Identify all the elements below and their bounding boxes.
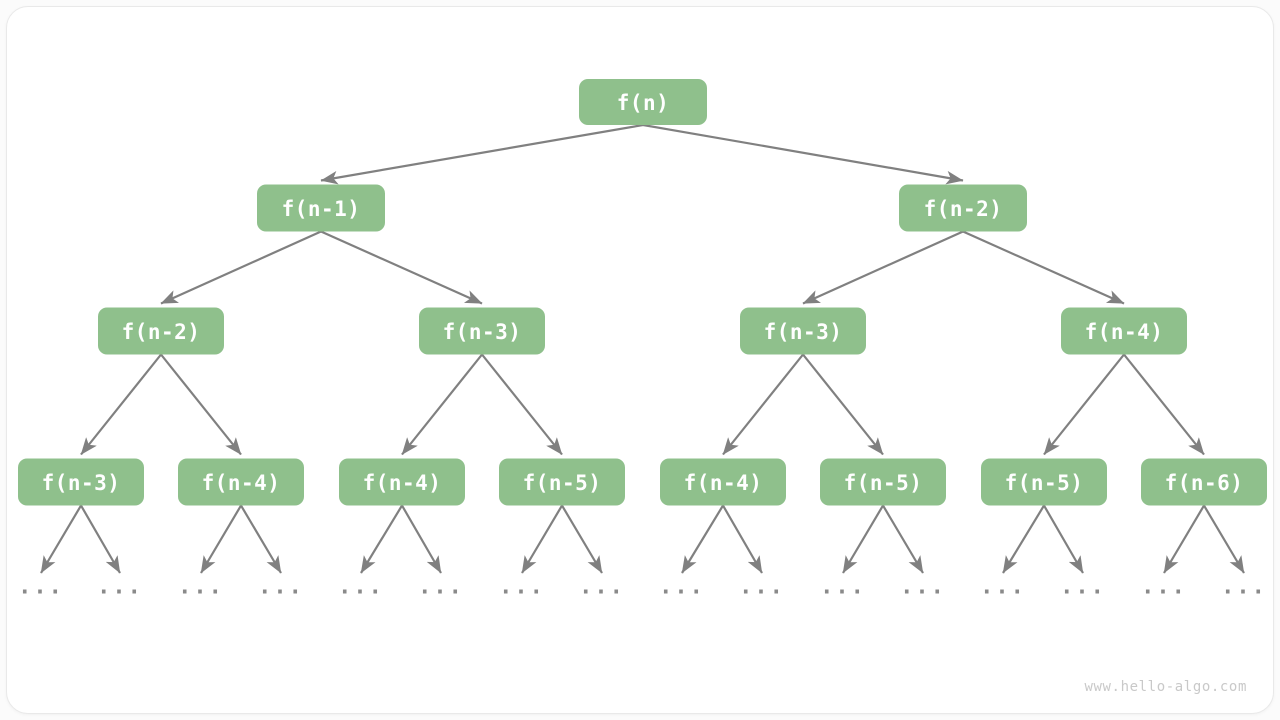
tree-leaf-ellipsis: ... — [338, 575, 384, 600]
tree-edge — [1043, 353, 1125, 456]
tree-node-label: f(n-2) — [924, 197, 1003, 221]
tree-leaf-ellipsis: ... — [1060, 575, 1106, 600]
tree-edge — [80, 504, 121, 574]
tree-edge — [1203, 504, 1245, 574]
tree-node[interactable]: f(n-4) — [660, 458, 786, 506]
tree-node[interactable]: f(n-2) — [98, 307, 224, 355]
tree-edge — [401, 504, 442, 574]
tree-edge — [80, 353, 162, 456]
tree-node[interactable]: f(n-3) — [18, 458, 144, 506]
tree-node-label: f(n) — [617, 91, 670, 115]
tree-leaf-ellipsis: ... — [97, 575, 143, 600]
tree-leaf-ellipsis: ... — [1141, 575, 1187, 600]
tree-node-box — [257, 184, 385, 232]
tree-node[interactable]: f(n) — [579, 79, 707, 125]
tree-edge — [481, 353, 563, 456]
tree-edge — [1123, 353, 1205, 456]
tree-edge — [842, 504, 884, 574]
tree-node[interactable]: f(n-2) — [899, 184, 1027, 232]
tree-edge — [320, 230, 483, 305]
tree-node-box — [1141, 458, 1267, 506]
tree-node-label: f(n-3) — [764, 320, 843, 344]
tree-edge — [240, 504, 282, 574]
tree-leaf-ellipsis: ... — [900, 575, 946, 600]
tree-node-label: f(n-5) — [1005, 471, 1084, 495]
tree-edge — [401, 353, 483, 456]
tree-edge — [802, 353, 884, 456]
tree-node-box — [1061, 307, 1187, 355]
tree-node-box — [579, 79, 707, 125]
tree-node-label: f(n-5) — [523, 471, 602, 495]
tree-node[interactable]: f(n-3) — [419, 307, 545, 355]
tree-node-box — [660, 458, 786, 506]
tree-node[interactable]: f(n-5) — [820, 458, 946, 506]
tree-edge — [642, 123, 964, 185]
tree-leaf-ellipsis: ... — [739, 575, 785, 600]
tree-leaf-ellipsis: ... — [659, 575, 705, 600]
tree-edge — [722, 504, 763, 574]
tree-edge — [882, 504, 924, 574]
tree-edge — [1163, 504, 1205, 574]
tree-node-label: f(n-6) — [1165, 471, 1244, 495]
tree-node-box — [820, 458, 946, 506]
tree-leaf-ellipsis: ... — [418, 575, 464, 600]
diagram-card: f(n) f(n-1) f(n-2) f(n-2) f(n-3) f(n-3) f(n-4)… — [6, 6, 1274, 714]
tree-edge — [360, 504, 403, 574]
tree-node-box — [98, 307, 224, 355]
tree-node-box — [178, 458, 304, 506]
tree-node-label: f(n-3) — [443, 320, 522, 344]
tree-node[interactable]: f(n-1) — [257, 184, 385, 232]
edges-layer — [40, 123, 1245, 574]
tree-leaf-ellipsis: ... — [499, 575, 545, 600]
tree-leaf-ellipsis: ... — [579, 575, 625, 600]
tree-node-label: f(n-2) — [122, 320, 201, 344]
tree-node-box — [339, 458, 465, 506]
tree-node-box — [899, 184, 1027, 232]
tree-node-label: f(n-1) — [282, 197, 361, 221]
tree-node-label: f(n-5) — [844, 471, 923, 495]
tree-edge — [160, 230, 322, 305]
tree-edge — [320, 123, 644, 185]
tree-node-label: f(n-3) — [42, 471, 121, 495]
tree-edge — [1002, 504, 1045, 574]
tree-node[interactable]: f(n-3) — [740, 307, 866, 355]
tree-leaf-ellipsis: ... — [18, 575, 64, 600]
tree-edge — [200, 504, 242, 574]
tree-node[interactable]: f(n-4) — [1061, 307, 1187, 355]
tree-node[interactable]: f(n-4) — [339, 458, 465, 506]
tree-node-box — [981, 458, 1107, 506]
tree-edge — [1043, 504, 1084, 574]
tree-node-label: f(n-4) — [202, 471, 281, 495]
tree-node[interactable]: f(n-4) — [178, 458, 304, 506]
tree-edge — [802, 230, 964, 305]
nodes-layer: f(n) f(n-1) f(n-2) f(n-2) f(n-3) f(n-3) f(n-4)… — [18, 79, 1267, 506]
tree-edge — [40, 504, 82, 574]
tree-node-box — [18, 458, 144, 506]
tree-node-label: f(n-4) — [1085, 320, 1164, 344]
tree-node-box — [499, 458, 625, 506]
tree-leaf-ellipsis: ... — [258, 575, 304, 600]
tree-leaf-ellipsis: ... — [178, 575, 224, 600]
tree-edge — [521, 504, 563, 574]
tree-node[interactable]: f(n-5) — [981, 458, 1107, 506]
tree-node-box — [419, 307, 545, 355]
tree-leaf-ellipsis: ... — [1221, 575, 1267, 600]
leaves-layer: ........................................… — [18, 575, 1267, 600]
tree-leaf-ellipsis: ... — [820, 575, 866, 600]
recursion-tree-diagram: f(n) f(n-1) f(n-2) f(n-2) f(n-3) f(n-3) f(n-4)… — [18, 79, 1267, 600]
tree-node-label: f(n-4) — [684, 471, 763, 495]
tree-edge — [722, 353, 804, 456]
tree-edge — [561, 504, 603, 574]
tree-node[interactable]: f(n-6) — [1141, 458, 1267, 506]
tree-edge — [962, 230, 1125, 305]
tree-edge — [681, 504, 724, 574]
tree-node[interactable]: f(n-5) — [499, 458, 625, 506]
tree-leaf-ellipsis: ... — [980, 575, 1026, 600]
tree-node-box — [740, 307, 866, 355]
tree-node-label: f(n-4) — [363, 471, 442, 495]
watermark: www.hello-algo.com — [1084, 679, 1247, 695]
tree-edge — [160, 353, 242, 456]
